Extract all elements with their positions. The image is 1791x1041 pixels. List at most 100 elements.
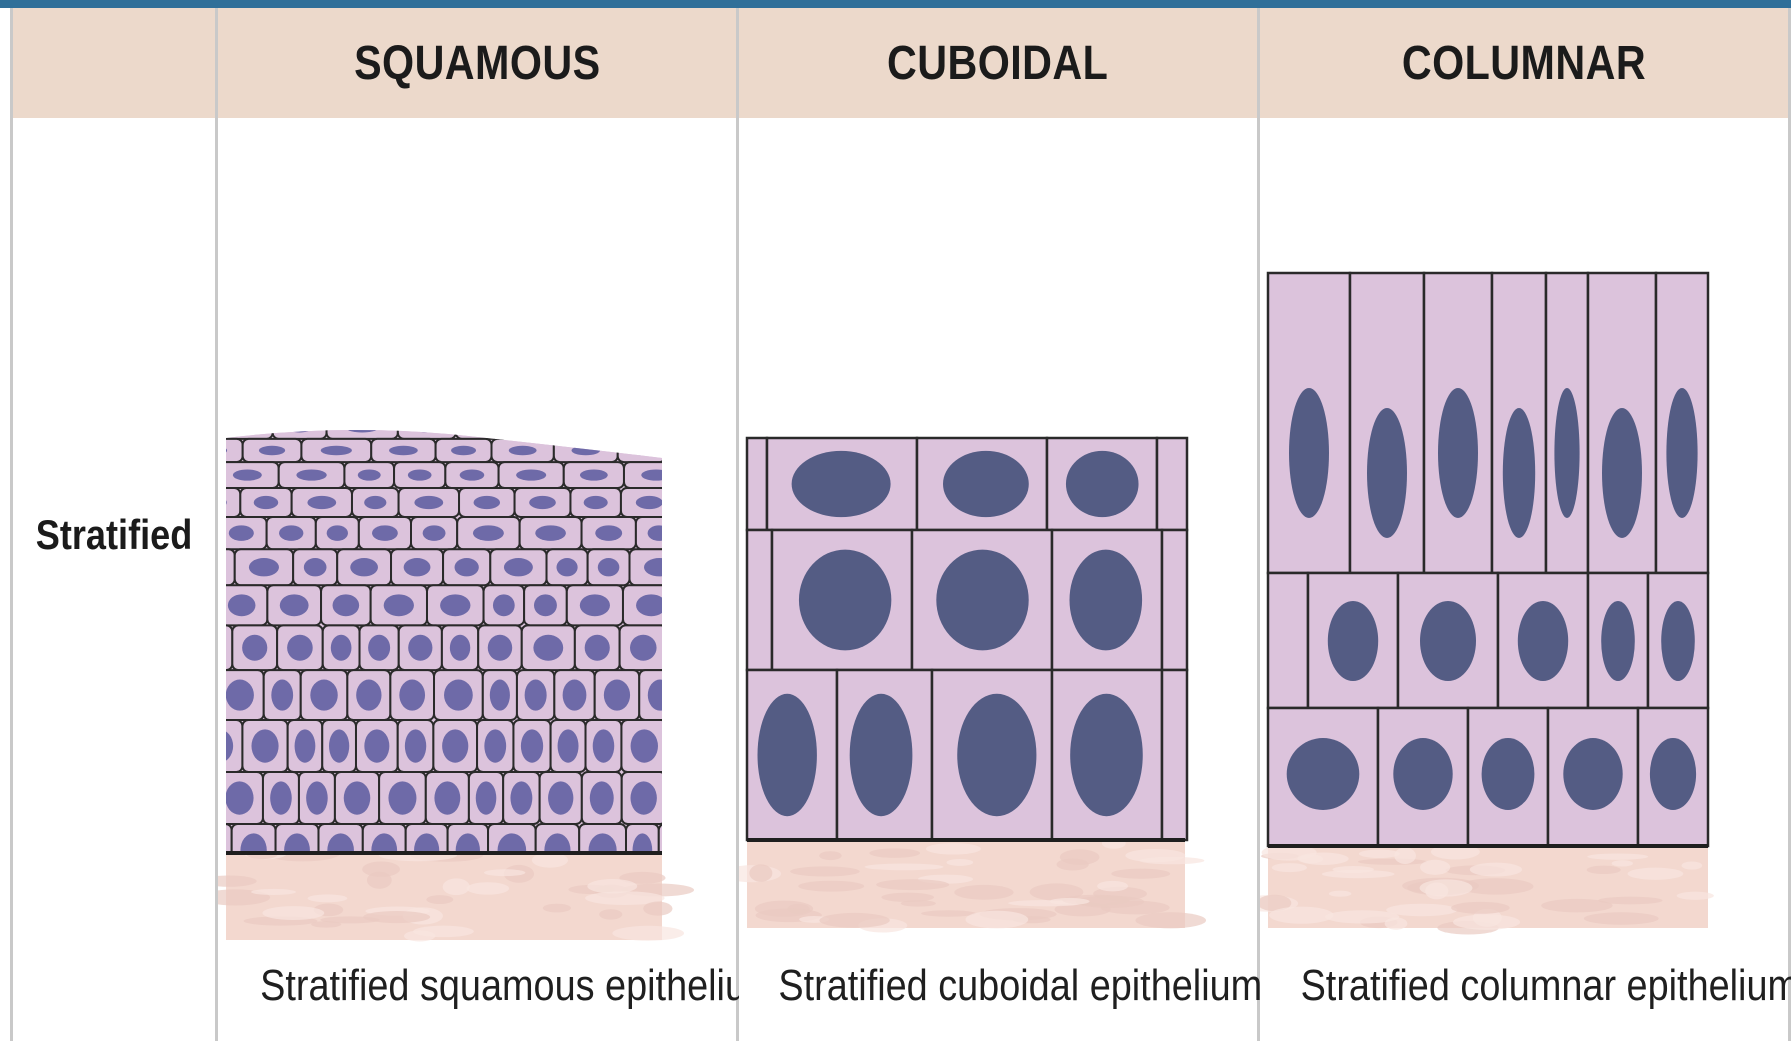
epithelium-table: SQUAMOUS CUBOIDAL COLUMNAR Stratified St… [10,8,1791,1041]
nucleus [758,694,817,816]
nucleus [490,680,510,711]
caption-text: Stratified squamous epithelium [260,961,777,1011]
nucleus [693,594,723,616]
nucleus [399,680,425,711]
connective-tissue [739,838,1206,933]
nucleus [1650,738,1696,810]
nucleus [444,680,473,711]
nucleus [344,781,371,814]
nucleus [493,594,515,616]
connective-tissue [218,844,694,942]
squamous-cell [679,585,736,625]
nucleus [509,446,537,456]
nucleus [593,729,615,762]
nucleus [689,496,710,509]
nucleus [233,469,262,480]
stratified-columnar-illustration [1260,118,1788,1041]
nucleus [677,635,703,661]
nucleus [450,635,470,661]
nucleus [372,525,398,541]
nucleus [572,446,601,456]
nucleus [350,558,378,576]
nucleus [259,446,285,456]
nucleus [1070,694,1143,816]
nucleus [331,635,352,661]
squamous-cell [398,418,456,439]
column-header-label: COLUMNAR [1402,36,1646,91]
squamous-cell [456,418,521,439]
nucleus [356,680,381,711]
nucleus [347,424,378,432]
nucleus [440,594,470,616]
nucleus [516,469,546,480]
squamous-cell [218,418,273,439]
nucleus [476,781,497,814]
nucleus [232,424,257,432]
nucleus [850,694,913,816]
nucleus [408,469,432,480]
nucleus [536,424,560,432]
nucleus [666,833,689,866]
squamous-cell [667,720,713,772]
nucleus [1287,738,1360,810]
nucleus [279,525,303,541]
nucleus [1069,550,1142,651]
nucleus [288,424,311,432]
panel-caption: Stratified columnar epithelium [1260,961,1788,1011]
panel-cuboidal: Stratified cuboidal epithelium [739,118,1260,1041]
stratified-cuboidal-illustration [739,118,1257,1041]
nucleus [271,680,293,711]
nucleus [590,781,614,814]
squamous-cell [665,439,734,462]
nucleus [1554,388,1579,518]
nucleus [251,729,278,762]
stratified-squamous-illustration [218,118,736,1041]
nucleus [384,594,414,616]
nucleus [636,594,666,616]
nucleus [1420,601,1476,681]
squamous-cell [666,772,706,824]
nucleus [631,446,652,456]
nucleus [533,635,563,661]
squamous-cell [647,418,706,439]
nucleus [580,594,610,616]
squamous-cell [667,625,714,670]
nucleus [455,558,479,576]
squamous-cell [218,549,235,585]
nucleus [504,558,533,576]
nucleus [218,496,227,509]
nucleus [1518,601,1568,681]
nucleus [1563,738,1622,810]
column-header-cuboidal: CUBOIDAL [739,8,1260,118]
column-header-label: SQUAMOUS [354,36,601,91]
columnar-cell-layers [1268,273,1708,846]
nucleus [242,635,267,661]
nucleus [1482,738,1535,810]
nucleus [364,496,386,509]
nucleus [218,635,224,661]
nucleus [595,525,622,541]
nucleus [596,424,627,432]
nucleus [1328,601,1378,681]
nucleus [648,680,673,711]
nucleus [648,525,671,541]
nucleus [474,424,502,432]
nucleus [280,594,309,616]
nucleus [218,833,225,866]
panel-caption: Stratified squamous epithelium [218,961,736,1011]
nucleus [1666,388,1697,518]
nucleus [474,496,500,509]
squamous-cell-layers [218,408,736,876]
cuboidal-cell [1157,438,1187,530]
column-header-columnar: COLUMNAR [1260,8,1791,118]
squamous-cell [575,418,647,439]
nucleus [631,729,658,762]
nucleus [556,558,577,576]
nucleus [368,635,390,661]
nucleus [405,729,426,762]
squamous-cell [520,418,575,439]
nucleus [1289,388,1329,518]
squamous-cell [678,488,723,517]
nucleus [484,729,506,762]
nucleus [644,558,675,576]
